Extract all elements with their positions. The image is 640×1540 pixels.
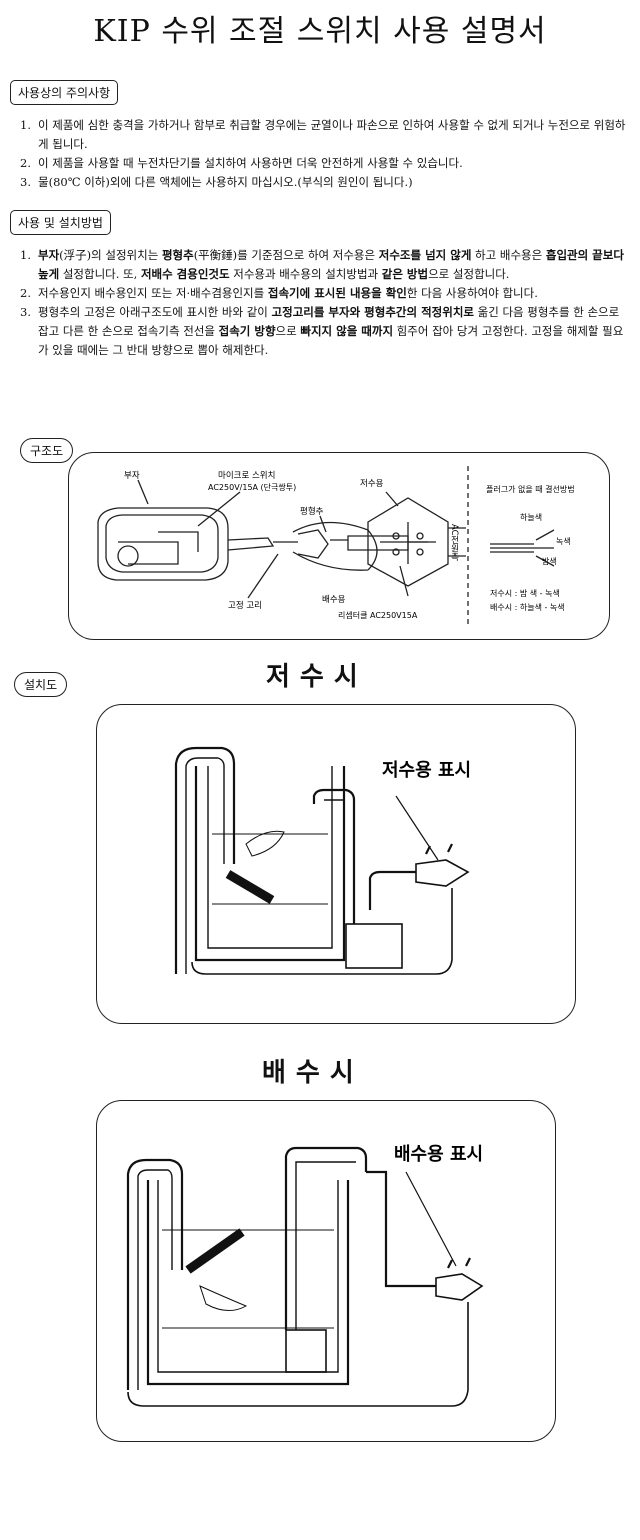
- label-float: 부자: [124, 471, 140, 481]
- item-text: 이 제품을 사용할 때 누전차단기를 설치하여 사용하면 더욱 안전하게 사용할…: [38, 156, 463, 170]
- structure-diagram: 부자 마이크로 스위치 AC250V/15A (단극쌍투) 평형추 저수용 고정…: [97, 466, 575, 628]
- label-sky-blue: 하늘색: [520, 512, 542, 522]
- item-number: 1.: [20, 118, 31, 132]
- supply-mark-label: 저수용 표시: [382, 760, 471, 781]
- label-ac-side: AC전원측: [449, 524, 459, 562]
- drain-frame: [96, 1100, 556, 1442]
- drain-mark-label: 배수용 표시: [394, 1144, 483, 1165]
- label-supply: 저수용: [360, 479, 384, 489]
- supply-caption: 저수시: [266, 662, 368, 692]
- label-rating: AC250V/15A (단극쌍투): [208, 482, 296, 492]
- item-number: 1.: [20, 248, 31, 262]
- setup-header: 설치도: [14, 672, 68, 697]
- label-drain: 배수용: [322, 595, 346, 605]
- item-number: 3.: [20, 175, 31, 189]
- caution-item-2: 2. 이 제품을 사용할 때 누전차단기를 설치하여 사용하면 더욱 안전하게 사…: [20, 154, 632, 173]
- install-item-3: 3. 평형추의 고정은 아래구조도에 표시한 바와 같이 고정고리를 부자와 평형…: [20, 303, 632, 360]
- install-item-2: 2. 저수용인지 배수용인지 또는 저·배수겸용인지를 접속기에 표시된 내용을 …: [20, 284, 632, 303]
- item-number: 2.: [20, 156, 31, 170]
- label-brown: 밤색: [542, 556, 557, 566]
- supply-frame: [96, 704, 576, 1024]
- structure-header: 구조도: [20, 438, 74, 463]
- install-header: 사용 및 설치방법: [10, 210, 111, 235]
- install-item-1: 1. 부자(浮子)의 설정위치는 평형추(平衡錘)를 기준점으로 하여 저수용은 …: [20, 246, 632, 284]
- supply-diagram: 저수용 표시: [174, 746, 471, 975]
- caution-item-1: 1. 이 제품에 심한 충격을 가하거나 함부로 취급할 경우에는 균열이나 파손…: [20, 116, 632, 154]
- label-weight: 평형추: [300, 506, 324, 517]
- label-drain-wiring: 배수시 : 하늘색 - 녹색: [490, 602, 565, 612]
- caution-list: 1. 이 제품에 심한 충격을 가하거나 함부로 취급할 경우에는 균열이나 파손…: [20, 116, 632, 192]
- item-text: 부자(浮子)의 설정위치는 평형추(平衡錘)를 기준점으로 하여 저수용은 저수…: [38, 248, 624, 281]
- structure-frame: [68, 452, 610, 640]
- label-green: 녹색: [556, 536, 571, 546]
- caution-item-3: 3. 물(80℃ 이하)외에 다른 액체에는 사용하지 마십시오.(부식의 원인이…: [20, 173, 632, 192]
- item-number: 3.: [20, 305, 31, 319]
- label-supply-wiring: 저수시 : 밤 색 - 녹색: [490, 588, 560, 598]
- item-text: 이 제품에 심한 충격을 가하거나 함부로 취급할 경우에는 균열이나 파손으로…: [38, 118, 626, 151]
- drain-caption: 배수시: [262, 1058, 364, 1088]
- install-list: 1. 부자(浮子)의 설정위치는 평형추(平衡錘)를 기준점으로 하여 저수용은 …: [20, 246, 632, 360]
- item-number: 2.: [20, 286, 31, 300]
- caution-header: 사용상의 주의사항: [10, 80, 119, 105]
- label-fix-ring: 고정 고리: [228, 600, 262, 611]
- item-text: 물(80℃ 이하)외에 다른 액체에는 사용하지 마십시오.(부식의 원인이 됩…: [38, 175, 413, 189]
- page-title: KIP 수위 조절 스위치 사용 설명서: [93, 14, 547, 49]
- drain-diagram: 배수용 표시: [126, 1144, 484, 1407]
- label-micro-switch: 마이크로 스위치: [218, 470, 275, 481]
- item-text: 저수용인지 배수용인지 또는 저·배수겸용인지를 접속기에 표시된 내용을 확인…: [38, 286, 538, 300]
- label-receptacle: 리셉터클 AC250V15A: [338, 610, 418, 620]
- label-wiring-title: 플러그가 없을 때 결선방법: [486, 484, 575, 494]
- item-text: 평형추의 고정은 아래구조도에 표시한 바와 같이 고정고리를 부자와 평형추간…: [38, 305, 624, 357]
